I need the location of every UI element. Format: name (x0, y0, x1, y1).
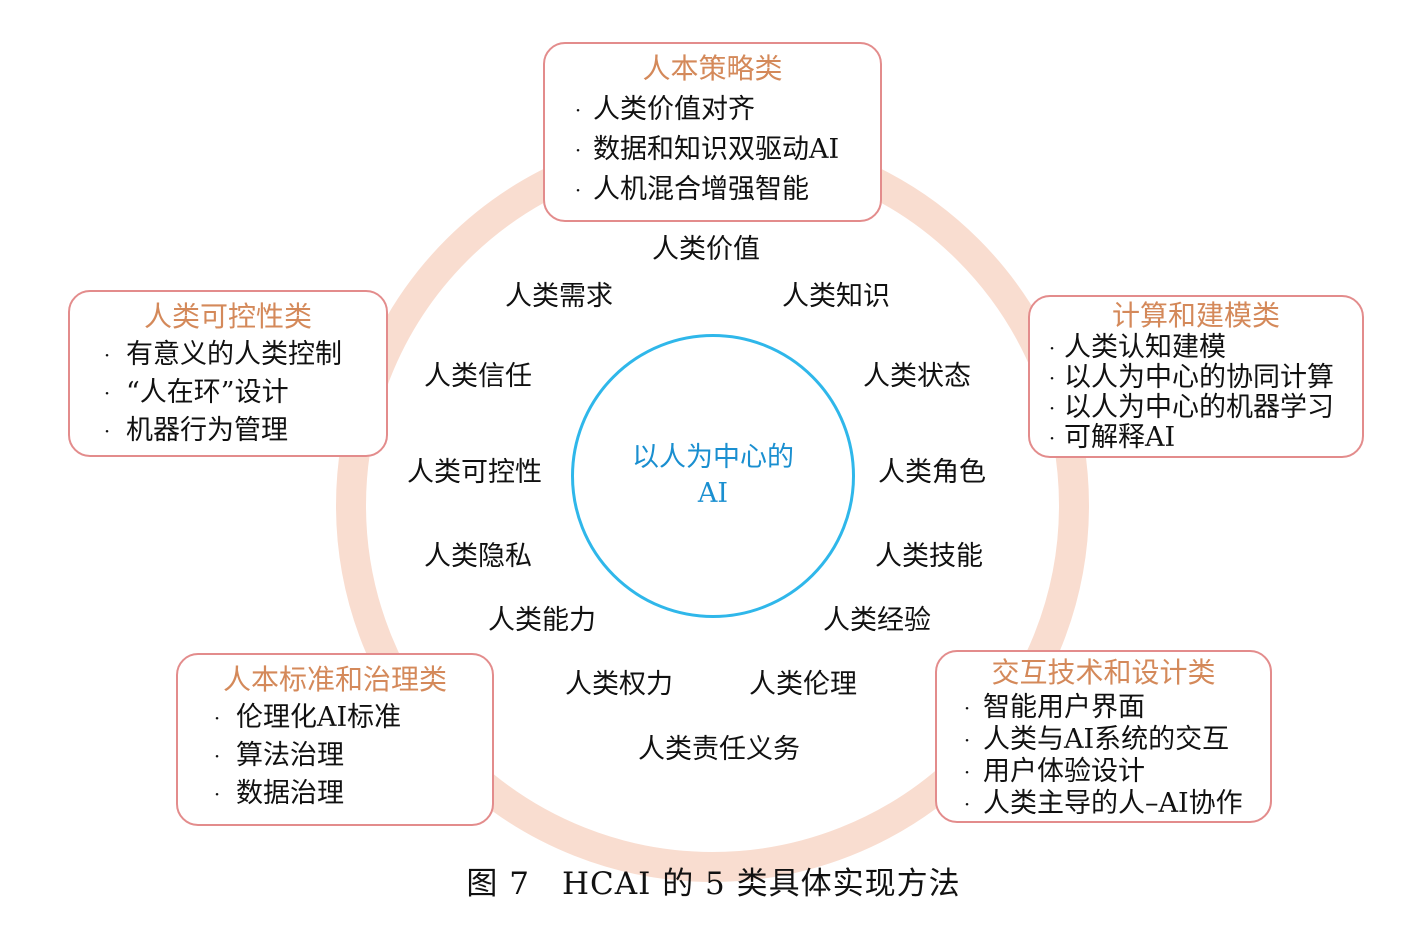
list-item: ·数据治理 (198, 775, 492, 813)
list-item: ·机器行为管理 (88, 412, 386, 450)
list-item: ·智能用户界面 (951, 692, 1270, 724)
factor-human-skill: 人类技能 (875, 541, 983, 572)
factor-human-needs: 人类需求 (505, 281, 613, 312)
bullet-icon: · (963, 792, 971, 816)
factor-human-trust: 人类信任 (424, 361, 532, 392)
box-controllability-title: 人类可控性类 (143, 300, 312, 333)
bullet-icon: · (963, 728, 971, 752)
box-governance-title: 人本标准和治理类 (222, 663, 447, 696)
list-item: ·算法治理 (198, 737, 492, 775)
factor-human-power: 人类权力 (565, 669, 673, 700)
bullet-icon: · (213, 706, 221, 730)
list-item: ·以人为中心的机器学习 (1040, 393, 1362, 423)
factor-human-ethics: 人类伦理 (749, 669, 857, 700)
bullet-icon: · (213, 782, 221, 806)
factor-human-role: 人类角色 (878, 457, 986, 488)
box-controllability: 人类可控性类 ·有意义的人类控制 ·“人在环”设计 ·机器行为管理 (68, 290, 388, 457)
list-item: ·以人为中心的协同计算 (1040, 363, 1362, 393)
bullet-icon: · (1048, 396, 1056, 420)
factor-human-experience: 人类经验 (823, 605, 931, 636)
bullet-icon: · (574, 98, 582, 122)
box-controllability-list: ·有意义的人类控制 ·“人在环”设计 ·机器行为管理 (88, 336, 386, 450)
factor-human-knowledge: 人类知识 (782, 281, 890, 312)
center-label-line2: AI (697, 478, 729, 509)
box-interaction: 交互技术和设计类 ·智能用户界面 ·人类与AI系统的交互 ·用户体验设计 ·人类… (935, 650, 1272, 823)
box-strategy-title: 人本策略类 (642, 52, 783, 85)
list-item: ·人类认知建模 (1040, 333, 1362, 363)
box-interaction-title: 交互技术和设计类 (991, 656, 1216, 689)
bullet-icon: · (1048, 426, 1056, 450)
bullet-icon: · (103, 381, 111, 405)
list-item: ·人机混合增强智能 (563, 170, 880, 210)
factor-human-value: 人类价值 (652, 234, 760, 265)
list-item: ·人类价值对齐 (563, 90, 880, 130)
factor-human-privacy: 人类隐私 (424, 541, 532, 572)
bullet-icon: · (963, 696, 971, 720)
factor-human-state: 人类状态 (863, 361, 971, 392)
list-item: ·人类主导的人–AI协作 (951, 788, 1270, 820)
bullet-icon: · (103, 419, 111, 443)
factor-human-controllability: 人类可控性 (407, 457, 542, 488)
figure-caption: 图 7 HCAI 的 5 类具体实现方法 (466, 866, 961, 902)
bullet-icon: · (1048, 366, 1056, 390)
list-item: ·数据和知识双驱动AI (563, 130, 880, 170)
box-governance-list: ·伦理化AI标准 ·算法治理 ·数据治理 (198, 699, 492, 813)
factor-human-responsibility: 人类责任义务 (638, 734, 800, 765)
box-compute-list: ·人类认知建模 ·以人为中心的协同计算 ·以人为中心的机器学习 ·可解释AI (1040, 333, 1362, 453)
list-item: ·伦理化AI标准 (198, 699, 492, 737)
box-strategy: 人本策略类 ·人类价值对齐 ·数据和知识双驱动AI ·人机混合增强智能 (543, 42, 882, 222)
box-compute-title: 计算和建模类 (1111, 299, 1280, 332)
list-item: ·“人在环”设计 (88, 374, 386, 412)
box-compute: 计算和建模类 ·人类认知建模 ·以人为中心的协同计算 ·以人为中心的机器学习 ·… (1028, 295, 1364, 458)
bullet-icon: · (574, 138, 582, 162)
factor-human-ability: 人类能力 (488, 605, 596, 636)
list-item: ·可解释AI (1040, 423, 1362, 453)
center-circle: 以人为中心的 AI (571, 334, 855, 618)
bullet-icon: · (103, 343, 111, 367)
box-strategy-list: ·人类价值对齐 ·数据和知识双驱动AI ·人机混合增强智能 (563, 90, 880, 210)
center-label-line1: 以人为中心的 (632, 442, 794, 473)
list-item: ·有意义的人类控制 (88, 336, 386, 374)
box-interaction-list: ·智能用户界面 ·人类与AI系统的交互 ·用户体验设计 ·人类主导的人–AI协作 (951, 692, 1270, 820)
bullet-icon: · (213, 744, 221, 768)
bullet-icon: · (1048, 336, 1056, 360)
bullet-icon: · (574, 178, 582, 202)
list-item: ·用户体验设计 (951, 756, 1270, 788)
bullet-icon: · (963, 760, 971, 784)
box-governance: 人本标准和治理类 ·伦理化AI标准 ·算法治理 ·数据治理 (176, 653, 494, 826)
list-item: ·人类与AI系统的交互 (951, 724, 1270, 756)
